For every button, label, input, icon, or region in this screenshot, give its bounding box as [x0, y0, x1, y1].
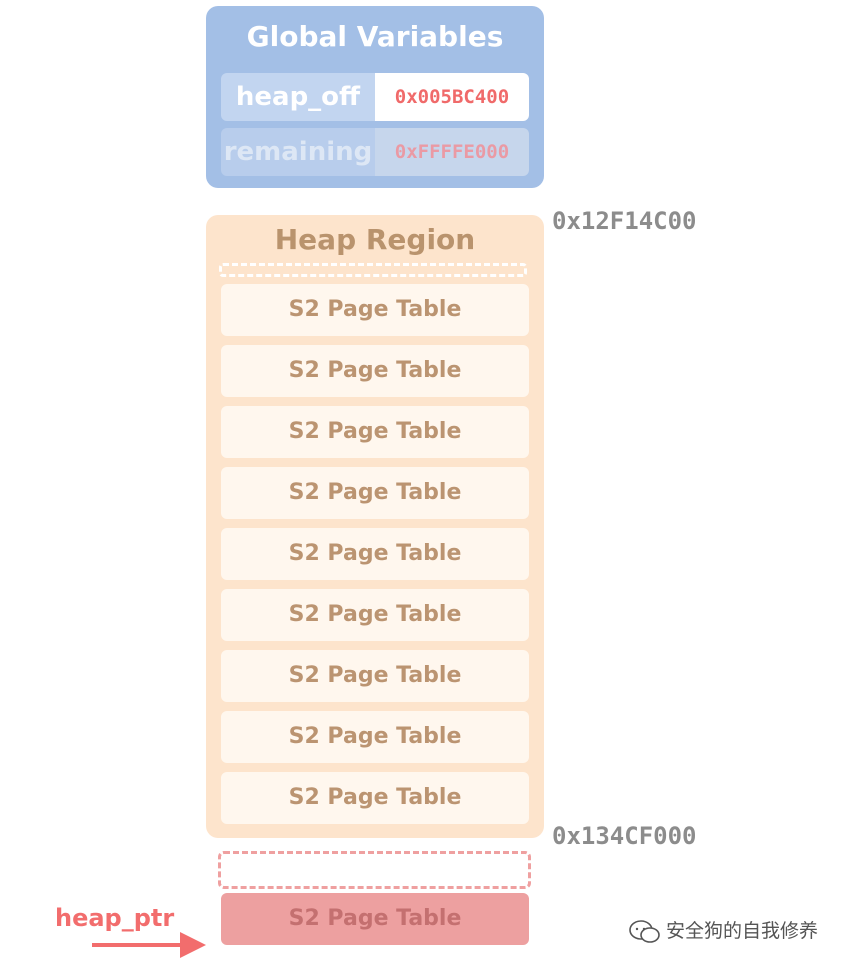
wechat-icon	[629, 919, 660, 943]
heap-ptr-arrow-icon	[92, 932, 206, 958]
watermark-text: 安全狗的自我修养	[666, 920, 819, 942]
page-table-3: S2 Page Table	[221, 406, 529, 458]
heap-off-row: heap_off 0x005BC400	[221, 73, 529, 121]
page-table-1: S2 Page Table	[221, 284, 529, 336]
overflow-slot	[218, 851, 531, 889]
heap-off-name: heap_off	[221, 73, 375, 121]
watermark: 安全狗的自我修养	[628, 916, 818, 944]
heap-free-slot	[219, 263, 527, 277]
remaining-name: remaining	[221, 128, 375, 176]
heap-ptr-label: heap_ptr	[55, 904, 175, 932]
global-variables-panel: Global Variables heap_off 0x005BC400 rem…	[206, 6, 544, 188]
page-table-6: S2 Page Table	[221, 589, 529, 641]
overflow-page-table: S2 Page Table	[221, 893, 529, 945]
heap-end-address: 0x134CF000	[552, 822, 697, 850]
page-table-2: S2 Page Table	[221, 345, 529, 397]
page-table-8: S2 Page Table	[221, 711, 529, 763]
page-table-9: S2 Page Table	[221, 772, 529, 824]
remaining-value: 0xFFFFE000	[375, 128, 529, 176]
remaining-row: remaining 0xFFFFE000	[221, 128, 529, 176]
global-variables-title: Global Variables	[246, 20, 504, 53]
heap-off-value: 0x005BC400	[375, 73, 529, 121]
page-table-5: S2 Page Table	[221, 528, 529, 580]
heap-region-title: Heap Region	[274, 223, 476, 256]
page-table-4: S2 Page Table	[221, 467, 529, 519]
page-table-7: S2 Page Table	[221, 650, 529, 702]
heap-start-address: 0x12F14C00	[552, 207, 697, 235]
